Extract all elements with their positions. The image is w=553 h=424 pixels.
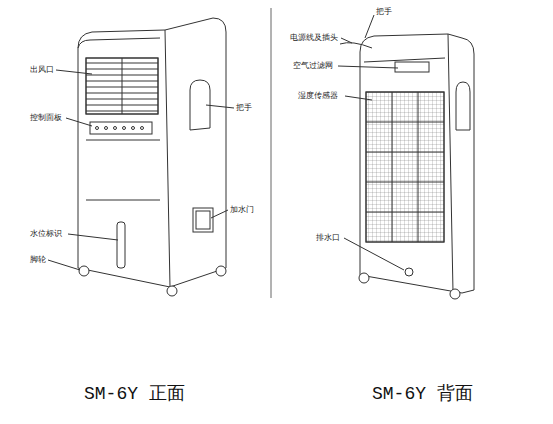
part-label: 水位标识 [30, 230, 62, 238]
part-label: 把手 [236, 104, 252, 112]
part-label: 排水口 [316, 234, 340, 242]
part-label: 湿度传感器 [298, 92, 338, 100]
part-label: 出风口 [30, 66, 54, 74]
part-label: 空气过滤网 [293, 62, 333, 70]
part-label: 加水门 [230, 206, 254, 214]
view-caption: SM-6Y 背面 [372, 385, 473, 403]
view-caption: SM-6Y 正面 [84, 385, 185, 403]
part-label: 脚轮 [30, 256, 46, 264]
part-label: 控制面板 [30, 114, 62, 122]
part-label: 电源线及插头 [290, 34, 338, 42]
part-label: 把手 [376, 8, 392, 16]
